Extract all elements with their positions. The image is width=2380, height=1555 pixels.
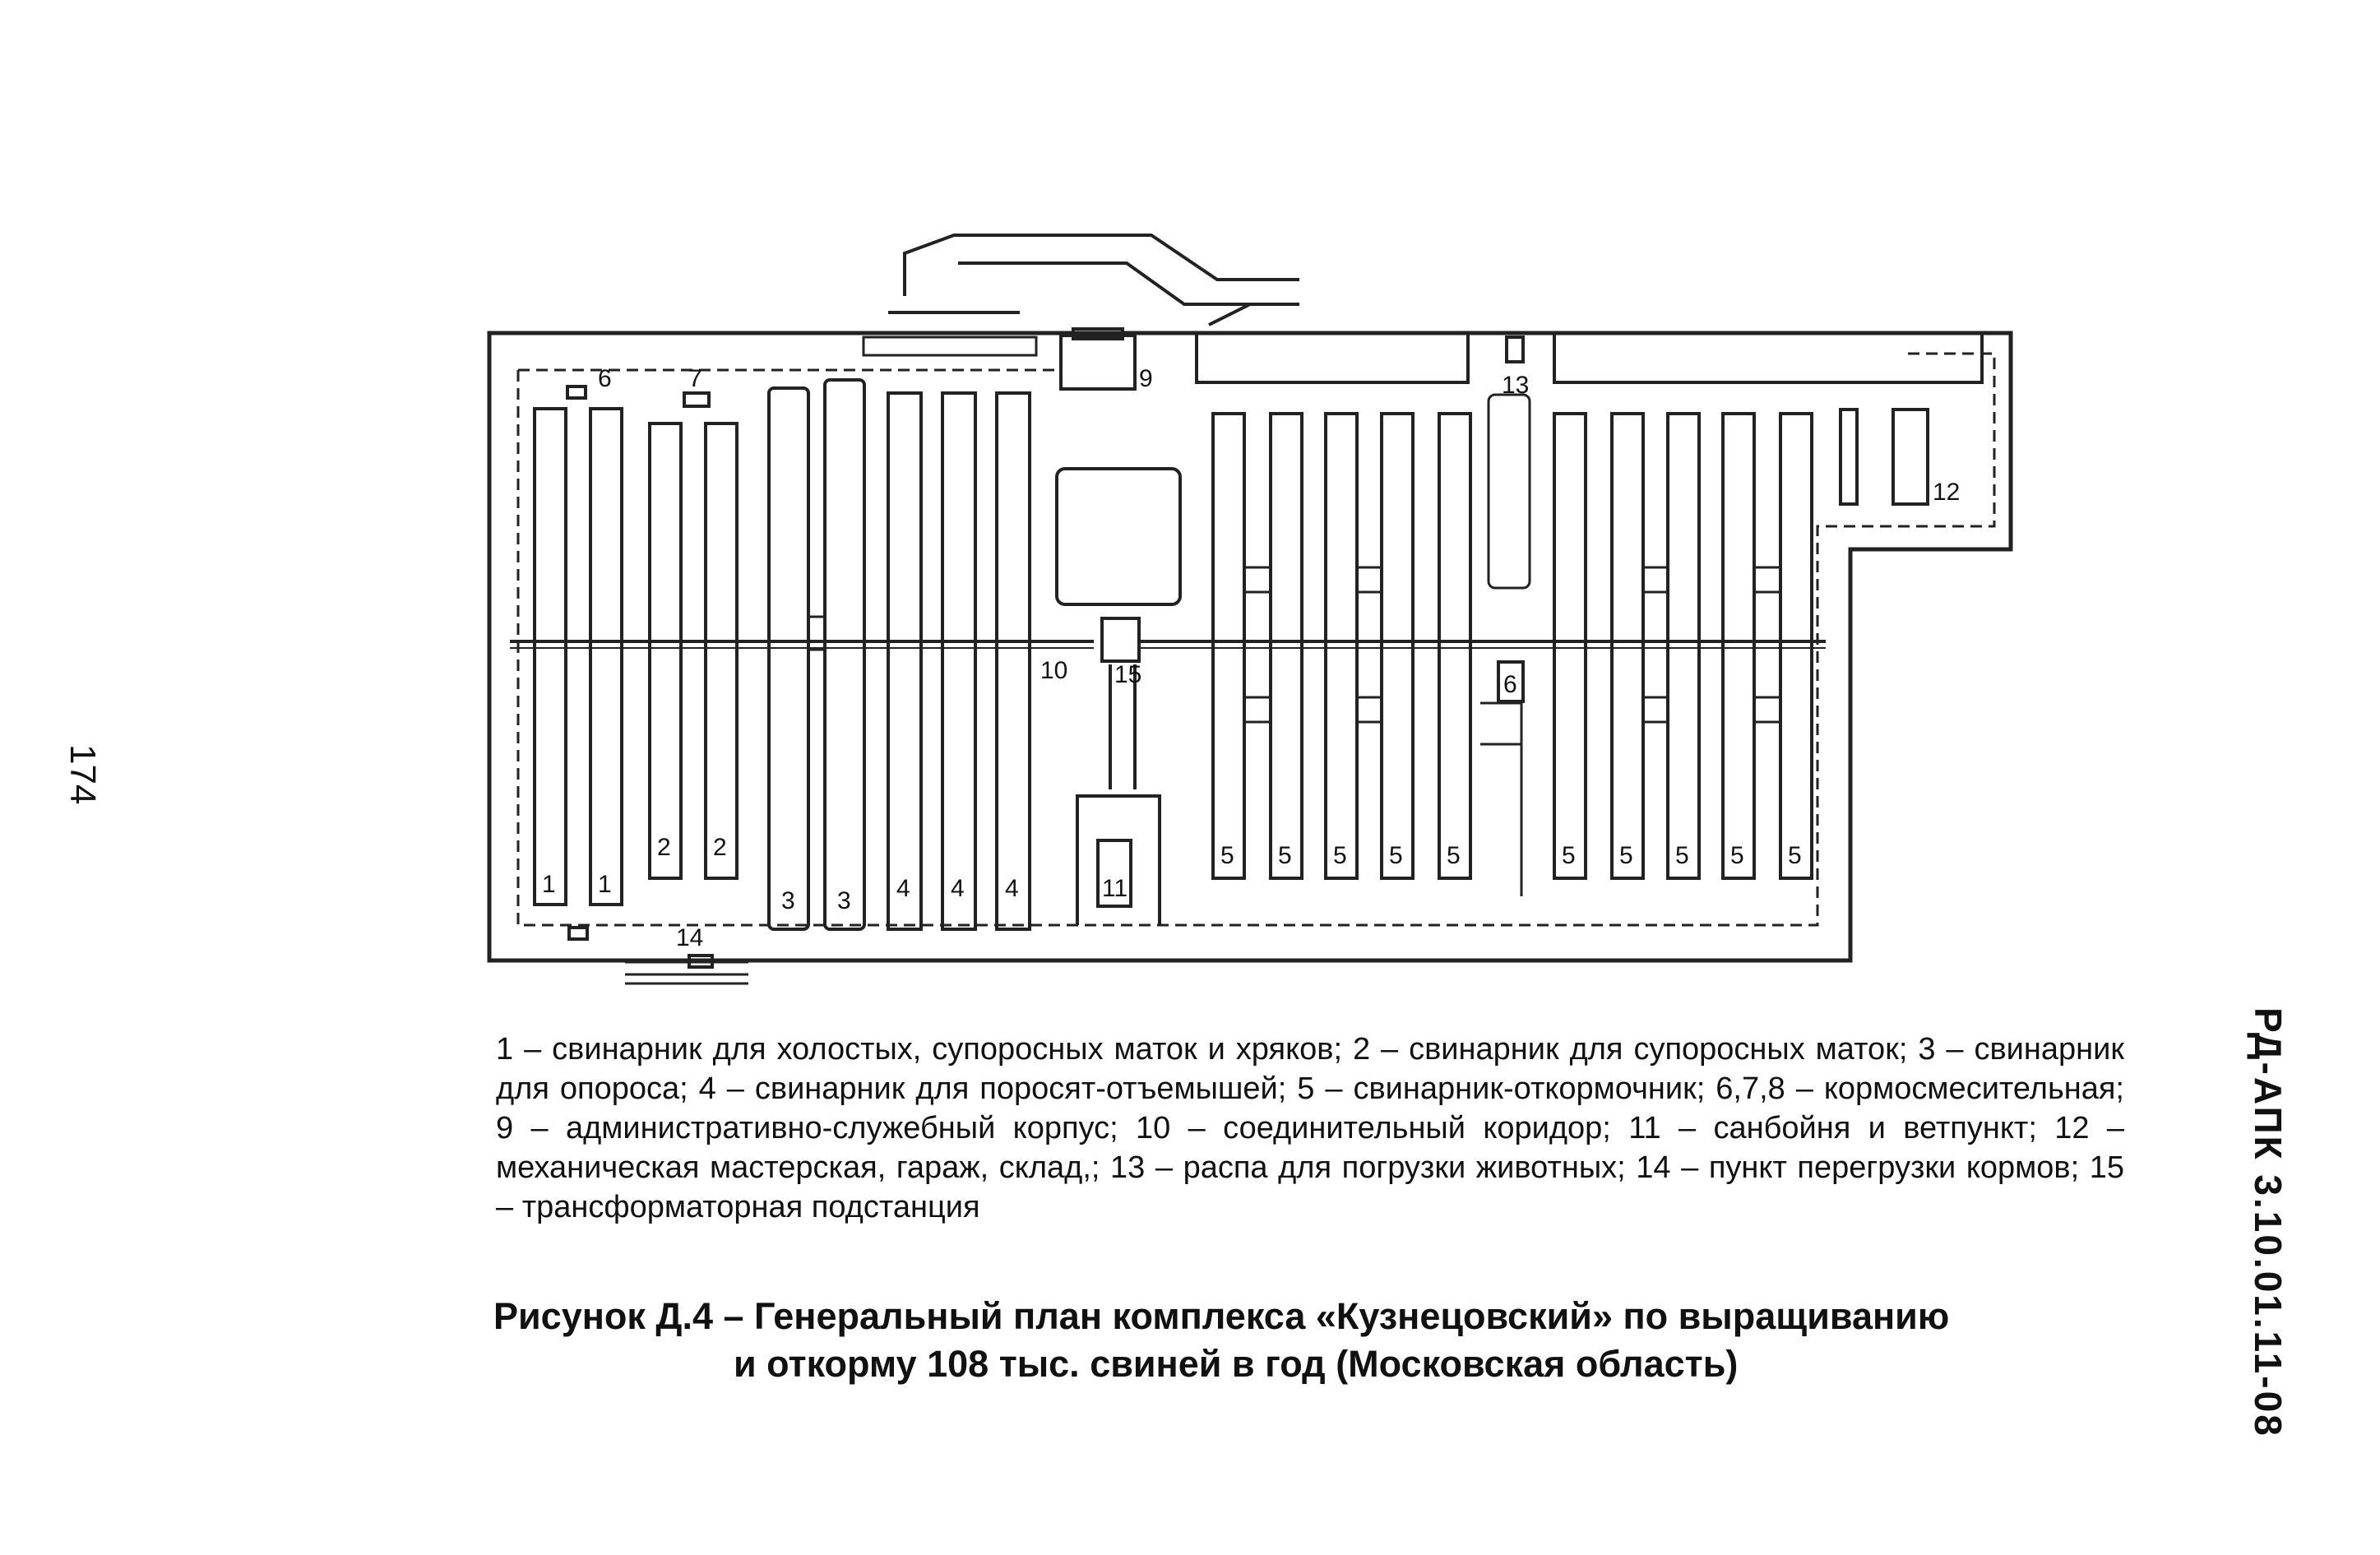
- building-13: [1505, 336, 1525, 363]
- building-15: [1100, 617, 1141, 663]
- legend-text: 1 – свинарник для холостых, супоросных м…: [496, 1032, 2124, 1224]
- caption-line-2: и откорму 108 тыс. свиней в год (Московс…: [734, 1343, 1739, 1385]
- building-9-wing: [1072, 327, 1124, 340]
- label-5i: 5: [1730, 842, 1744, 869]
- label-4a: 4: [896, 875, 910, 902]
- building-6-small: [566, 385, 587, 400]
- label-5g: 5: [1619, 842, 1633, 869]
- site-boundary: [487, 331, 2013, 963]
- label-6: 6: [1503, 671, 1517, 698]
- building-8-main: [1055, 467, 1182, 606]
- label-3a: 3: [781, 887, 795, 914]
- label-5f: 5: [1562, 842, 1576, 869]
- label-14: 14: [676, 924, 703, 951]
- road-top: [903, 234, 1299, 296]
- label-1a: 1: [542, 871, 556, 898]
- label-13: 13: [1502, 372, 1529, 399]
- label-2b: 2: [713, 834, 727, 861]
- block-13-yard: [1487, 393, 1531, 590]
- label-5c: 5: [1333, 842, 1347, 869]
- barn-gallery-links: [807, 566, 1782, 724]
- figure-caption: Рисунок Д.4 – Генеральный план комплекса…: [493, 1293, 2023, 1388]
- label-4b: 4: [951, 875, 965, 902]
- building-9: [1059, 334, 1137, 391]
- label-15: 15: [1114, 661, 1141, 688]
- label-6-top: 6: [598, 365, 612, 392]
- feed-point-lines: [625, 960, 748, 985]
- upper-strip-left: [862, 336, 1038, 357]
- building-11-yard: [1076, 794, 1161, 925]
- label-9: 9: [1139, 365, 1153, 392]
- barns-right: [1211, 412, 1813, 880]
- plan-labels: 1 1 2 2 3 3 4 4 4 5 5 5 5 5 5 5 5 5 5 6 …: [542, 365, 1960, 951]
- label-5e: 5: [1447, 842, 1461, 869]
- upper-strip-right: [1553, 331, 1984, 384]
- label-5d: 5: [1389, 842, 1403, 869]
- upper-strip-center: [1195, 331, 1470, 384]
- building-7: [683, 391, 711, 408]
- label-5h: 5: [1675, 842, 1689, 869]
- label-1b: 1: [598, 871, 612, 898]
- building-12: [1891, 408, 1929, 506]
- label-5a: 5: [1220, 842, 1234, 869]
- service-road-loop: [516, 352, 1996, 927]
- label-5b: 5: [1278, 842, 1292, 869]
- label-12: 12: [1933, 479, 1960, 506]
- label-7: 7: [688, 365, 702, 392]
- label-11: 11: [1102, 875, 1127, 902]
- label-10: 10: [1040, 657, 1067, 684]
- label-4c: 4: [1005, 875, 1019, 902]
- barns-left: [533, 378, 1031, 931]
- building-6: [1497, 660, 1525, 703]
- road-right: [1208, 303, 1251, 326]
- label-2a: 2: [657, 834, 671, 861]
- building-11: [1096, 839, 1132, 908]
- caption-line-1: Рисунок Д.4 – Генеральный план комплекса…: [493, 1295, 1950, 1337]
- building-8: [567, 926, 589, 941]
- label-3b: 3: [837, 887, 851, 914]
- building-12-annex: [1839, 408, 1859, 506]
- road-top-inner: [958, 261, 1299, 306]
- block-6-yard: [1480, 701, 1523, 896]
- label-5j: 5: [1788, 842, 1802, 869]
